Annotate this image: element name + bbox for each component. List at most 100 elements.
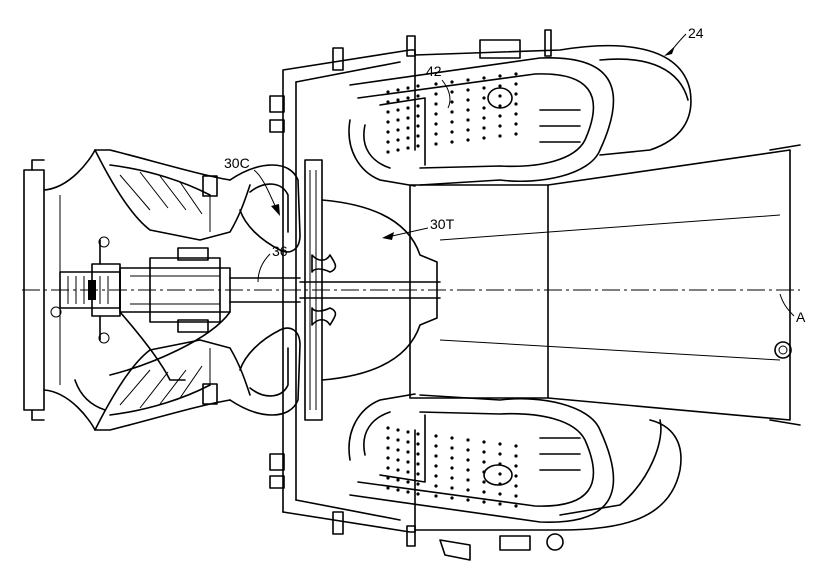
cooling-hole xyxy=(466,448,470,452)
compressor-section xyxy=(202,164,301,416)
cooling-hole xyxy=(416,104,420,108)
cooling-hole xyxy=(498,124,502,128)
cooling-hole xyxy=(498,502,502,506)
cooling-hole-pattern xyxy=(386,72,518,508)
label-turbine-30t: 30T xyxy=(382,216,455,240)
cooling-hole xyxy=(450,476,454,480)
cooling-hole xyxy=(386,110,390,114)
cooling-hole xyxy=(482,490,486,494)
label-liner-42: 42 xyxy=(426,63,451,109)
cooling-hole xyxy=(406,86,410,90)
svg-text:30T: 30T xyxy=(430,216,455,232)
cooling-hole xyxy=(416,462,420,466)
cooling-hole xyxy=(466,488,470,492)
label-shaft-36: 36 xyxy=(257,243,288,283)
cooling-hole xyxy=(482,116,486,120)
cooling-hole xyxy=(386,120,390,124)
cooling-hole xyxy=(514,72,518,76)
cooling-hole xyxy=(450,456,454,460)
cooling-hole xyxy=(498,442,502,446)
cooling-hole xyxy=(406,470,410,474)
cooling-hole xyxy=(396,468,400,472)
cooling-hole xyxy=(450,120,454,124)
cooling-hole xyxy=(386,486,390,490)
cooling-hole xyxy=(434,142,438,146)
cooling-hole xyxy=(406,106,410,110)
cooling-hole xyxy=(450,100,454,104)
cooling-hole xyxy=(434,474,438,478)
cooling-hole xyxy=(396,438,400,442)
cooling-hole xyxy=(406,96,410,100)
cooling-hole xyxy=(514,92,518,96)
cooling-hole xyxy=(434,92,438,96)
cooling-hole xyxy=(434,454,438,458)
cooling-hole xyxy=(386,100,390,104)
cooling-hole xyxy=(416,482,420,486)
cooling-hole xyxy=(482,480,486,484)
cooling-hole xyxy=(396,148,400,152)
cooling-hole xyxy=(514,112,518,116)
cooling-hole xyxy=(434,122,438,126)
cooling-hole xyxy=(434,82,438,86)
cooling-hole xyxy=(386,150,390,154)
cooling-hole xyxy=(466,138,470,142)
cooling-hole xyxy=(386,466,390,470)
label-compressor-30c: 30C xyxy=(224,155,280,216)
cooling-hole xyxy=(396,478,400,482)
cooling-hole xyxy=(416,114,420,118)
cooling-hole xyxy=(450,466,454,470)
cooling-hole xyxy=(466,498,470,502)
cooling-hole xyxy=(466,438,470,442)
cooling-hole xyxy=(498,134,502,138)
cooling-hole xyxy=(466,478,470,482)
cooling-hole xyxy=(466,468,470,472)
cooling-hole xyxy=(386,446,390,450)
cooling-hole xyxy=(396,88,400,92)
cooling-hole xyxy=(482,126,486,130)
cooling-hole xyxy=(406,480,410,484)
cooling-hole xyxy=(514,82,518,86)
cooling-hole xyxy=(482,106,486,110)
cooling-hole xyxy=(498,492,502,496)
cooling-hole xyxy=(514,132,518,136)
cooling-hole xyxy=(434,464,438,468)
cooling-hole xyxy=(498,74,502,78)
cooling-hole xyxy=(482,86,486,90)
label-engine-24: 24 xyxy=(664,25,704,56)
cooling-hole xyxy=(416,144,420,148)
cooling-hole xyxy=(450,90,454,94)
cooling-hole xyxy=(466,78,470,82)
cooling-hole xyxy=(498,472,502,476)
cooling-hole xyxy=(434,434,438,438)
cooling-hole xyxy=(386,130,390,134)
svg-text:A: A xyxy=(796,309,806,325)
cooling-hole xyxy=(406,126,410,130)
cooling-hole xyxy=(514,474,518,478)
inlet-housing xyxy=(23,149,231,431)
cooling-hole xyxy=(406,116,410,120)
cooling-hole xyxy=(386,436,390,440)
cooling-hole xyxy=(482,96,486,100)
cooling-hole xyxy=(396,488,400,492)
cooling-hole xyxy=(396,138,400,142)
cooling-hole xyxy=(466,98,470,102)
cooling-hole xyxy=(386,476,390,480)
cooling-hole xyxy=(482,440,486,444)
cooling-hole xyxy=(498,114,502,118)
svg-text:36: 36 xyxy=(272,243,288,259)
svg-text:24: 24 xyxy=(688,25,704,41)
cooling-hole xyxy=(434,444,438,448)
combustor-liner-upper xyxy=(348,57,615,187)
cooling-hole xyxy=(416,124,420,128)
cooling-hole xyxy=(386,140,390,144)
cooling-hole xyxy=(482,450,486,454)
turbine-disk xyxy=(304,159,438,421)
cooling-hole xyxy=(406,460,410,464)
cooling-hole xyxy=(434,494,438,498)
cooling-hole xyxy=(396,428,400,432)
cooling-hole xyxy=(396,118,400,122)
cooling-hole xyxy=(434,112,438,116)
fuel-nozzle-lower xyxy=(483,464,513,486)
engine-outer-shroud xyxy=(414,29,692,561)
cooling-hole xyxy=(450,110,454,114)
